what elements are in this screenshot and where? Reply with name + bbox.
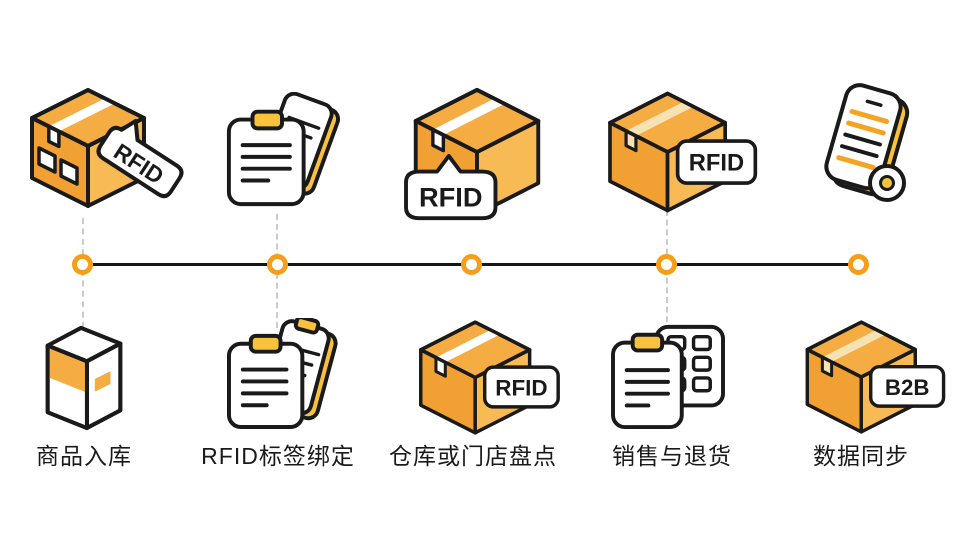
box-b2b-label-icon: B2B [797,317,947,442]
timeline-node-1 [72,254,93,275]
rfid-badge-text: RFID [689,149,744,176]
timeline-node-4 [656,254,677,275]
timeline-node-3 [461,254,482,275]
step-label-3: 仓库或门店盘点 [389,443,557,469]
box-rfid-callout-icon: RFID [404,84,550,230]
box-rfid-label-icon: RFID [410,317,562,443]
b2b-badge-text: B2B [885,375,930,400]
two-clipboards-icon [221,315,345,437]
striped-doc-seal-icon [813,77,923,217]
step-label-4: 销售与退货 [612,443,732,469]
step-label-2: RFID标签绑定 [201,443,355,469]
rfid-badge-text: RFID [495,375,547,400]
clipboard-keypad-icon [607,321,730,436]
timeline-node-5 [848,254,869,275]
rfid-badge-text: RFID [419,181,483,212]
timeline-node-2 [267,254,288,275]
step-label-1: 商品入库 [36,443,132,469]
box-rfid-label-icon: RFID [599,88,759,221]
product-carton-icon [30,320,138,438]
step-label-5: 数据同步 [813,443,909,469]
box-rfid-tag-icon: RFID [22,86,207,221]
clipboard-doc-icon [223,91,341,215]
